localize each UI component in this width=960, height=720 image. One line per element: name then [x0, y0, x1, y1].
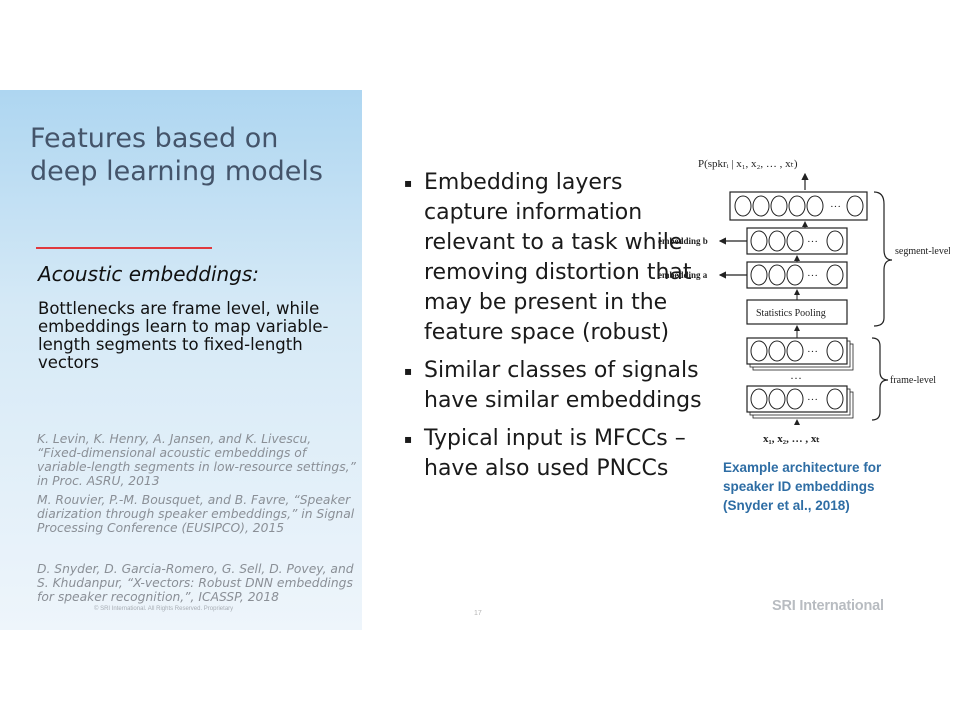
title-divider — [36, 247, 212, 249]
svg-text:···: ··· — [807, 346, 818, 358]
bullet-item: ▪ Typical input is MFCCs – have also use… — [402, 424, 712, 484]
copyright-footer: © SRI International. All Rights Reserved… — [94, 606, 234, 612]
bullet-text: Typical input is MFCCs – have also used … — [424, 426, 686, 481]
embedding-b-layer: ··· — [746, 227, 848, 255]
statistics-pooling-label: Statistics Pooling — [756, 308, 826, 319]
input-sequence-label: x₁, x₂, … , xₜ — [763, 433, 820, 445]
body-text: Bottlenecks are frame level, while embed… — [38, 299, 329, 372]
square-bullet-icon: ▪ — [404, 176, 413, 190]
embedding-b-label: embedding b — [658, 236, 708, 246]
layers-continuation: ··· — [790, 371, 802, 385]
diagram-caption: Example architecture for speaker ID embe… — [723, 460, 882, 513]
square-bullet-icon: ▪ — [404, 364, 413, 378]
svg-text:···: ··· — [807, 236, 818, 248]
page-number: 17 — [474, 610, 482, 617]
xvector-architecture-diagram: P(spkrᵢ | x₁, x₂, … , xₜ) ··· ··· embedd… — [658, 158, 950, 445]
bullet-item: ▪ Embedding layers capture information r… — [402, 168, 712, 348]
embedding-a-label: embedding a — [658, 270, 708, 280]
left-panel — [0, 90, 362, 630]
frame-level-layer-upper: ··· — [746, 337, 854, 371]
segment-level-label: segment-level — [895, 246, 950, 257]
segment-level-brace — [873, 191, 893, 327]
reference-1: K. Levin, K. Henry, A. Jansen, and K. Li… — [37, 432, 356, 488]
bullet-text: Embedding layers capture information rel… — [424, 170, 692, 345]
subheading: Acoustic embeddings: — [38, 262, 260, 286]
statistics-pooling-box — [746, 299, 848, 325]
reference-3: D. Snyder, D. Garcia-Romero, G. Sell, D.… — [37, 562, 354, 604]
bullet-item: ▪ Similar classes of signals have simila… — [402, 356, 712, 416]
sri-logo: SRI International — [772, 598, 884, 614]
output-probability-label: P(spkrᵢ | x₁, x₂, … , xₜ) — [698, 158, 798, 170]
embedding-a-layer: ··· — [746, 261, 848, 289]
reference-2: M. Rouvier, P.-M. Bousquet, and B. Favre… — [37, 493, 355, 535]
frame-level-label: frame-level — [890, 375, 936, 386]
square-bullet-icon: ▪ — [404, 432, 413, 446]
svg-text:···: ··· — [807, 394, 818, 406]
output-layer: ··· — [729, 191, 868, 221]
slide-title: Features based on deep learning models — [30, 123, 323, 187]
frame-level-brace — [871, 337, 889, 421]
bullet-text: Similar classes of signals have similar … — [424, 358, 702, 413]
svg-text:···: ··· — [807, 270, 818, 282]
frame-level-layer-lower: ··· — [746, 385, 854, 419]
bullet-list: ▪ Embedding layers capture information r… — [402, 168, 712, 492]
svg-text:···: ··· — [830, 201, 841, 213]
